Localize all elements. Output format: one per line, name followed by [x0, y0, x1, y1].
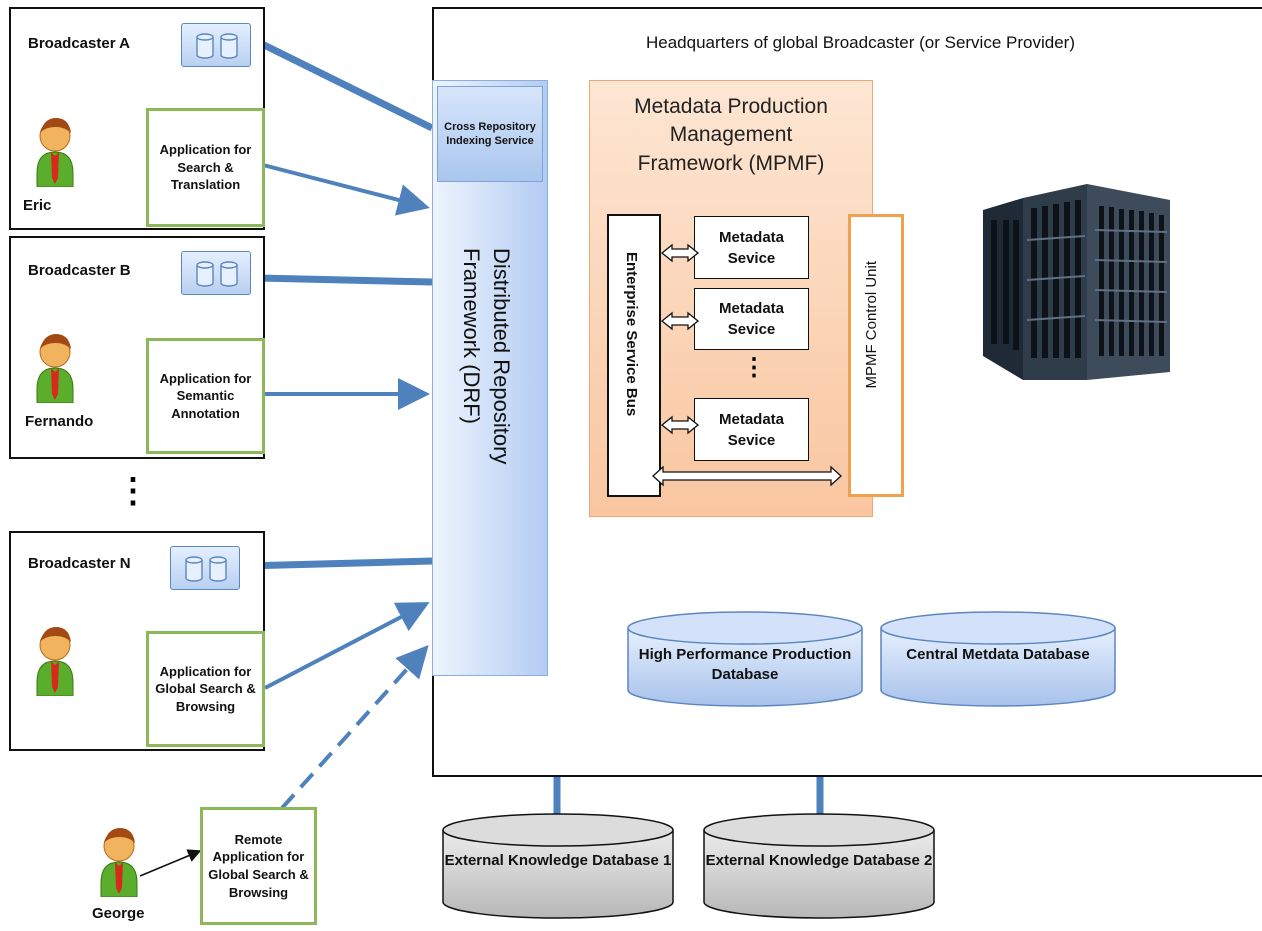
broadcaster-a-title: Broadcaster A	[28, 35, 130, 52]
person-eric-name: Eric	[23, 197, 52, 214]
db-central-metadata-label: Central Metdata Database	[906, 646, 1090, 663]
db-external-1-label: External Knowledge Database 1	[444, 852, 672, 869]
broadcaster-n-storage-icon	[170, 546, 240, 590]
esb-service-3-arrow	[660, 415, 700, 435]
enterprise-service-bus[interactable]: Enterprise Service Bus	[607, 214, 661, 497]
arrow-app-search	[262, 163, 430, 216]
db-external-2-label: External Knowledge Database 2	[705, 852, 933, 869]
mpmf-title-line1: Metadata Production	[634, 95, 828, 118]
metadata-services-ellipsis: ⋮	[742, 354, 766, 381]
drf-label-line1: Distributed Repository	[489, 248, 514, 465]
app-semantic-annotation[interactable]: Application for Semantic Annotation	[146, 338, 265, 454]
mpmf-arrows-layer	[652, 243, 842, 487]
headquarters-label: Headquarters of global Broadcaster (or S…	[646, 33, 1075, 52]
link-broadcaster-n	[245, 557, 433, 570]
arrow-george-app	[139, 849, 202, 877]
person-george-icon	[98, 825, 140, 902]
esb-control-arrow	[652, 465, 842, 487]
broadcasters-ellipsis: ⋮	[116, 472, 150, 510]
link-broadcaster-a	[256, 38, 434, 132]
broadcaster-a-storage-icon	[181, 23, 251, 67]
person-fernando-name: Fernando	[25, 413, 94, 430]
broadcaster-b-storage-icon	[181, 251, 251, 295]
person-eric-icon	[34, 115, 76, 192]
db-high-performance-cylinder	[627, 611, 863, 707]
db-central-metadata-cylinder	[880, 611, 1116, 707]
esb-service-2-arrow	[660, 311, 700, 331]
mpmf-title: Metadata Production Management Framework…	[590, 93, 872, 178]
db-external-2-cylinder	[703, 813, 935, 919]
db-high-performance-label: High Performance Production Database	[638, 646, 852, 684]
app-global-search-browsing[interactable]: Application for Global Search & Browsing	[146, 631, 265, 747]
arrow-remote-dashed	[280, 645, 429, 810]
app-remote-global-search[interactable]: Remote Application for Global Search & B…	[200, 807, 317, 925]
office-building-icon	[975, 180, 1185, 390]
person-george-name: George	[92, 905, 145, 922]
broadcaster-n-title: Broadcaster N	[28, 555, 131, 572]
esb-service-1-arrow	[660, 243, 700, 263]
link-broadcaster-b	[257, 274, 433, 286]
arrow-app-global	[264, 602, 430, 690]
mpmf-control-unit[interactable]: MPMF Control Unit	[848, 214, 904, 497]
person-broadcaster-n-icon	[34, 624, 76, 701]
app-search-translation[interactable]: Application for Search & Translation	[146, 108, 265, 227]
esb-label: Enterprise Service Bus	[623, 252, 640, 417]
metadata-service-3[interactable]: Metadata Sevice	[694, 398, 809, 461]
metadata-service-2[interactable]: Metadata Sevice	[694, 288, 809, 350]
db-external-1-cylinder	[442, 813, 674, 919]
person-fernando-icon	[34, 331, 76, 408]
metadata-service-1[interactable]: Metadata Sevice	[694, 216, 809, 279]
broadcaster-b-title: Broadcaster B	[28, 262, 131, 279]
cross-repository-indexing-service[interactable]: Cross Repository Indexing Service	[437, 86, 543, 182]
mpmf-title-line2: Management	[669, 123, 793, 147]
drf-label-line2: Framework (DRF)	[459, 248, 484, 424]
mpmf-title-line3: Framework (MPMF)	[637, 151, 825, 175]
